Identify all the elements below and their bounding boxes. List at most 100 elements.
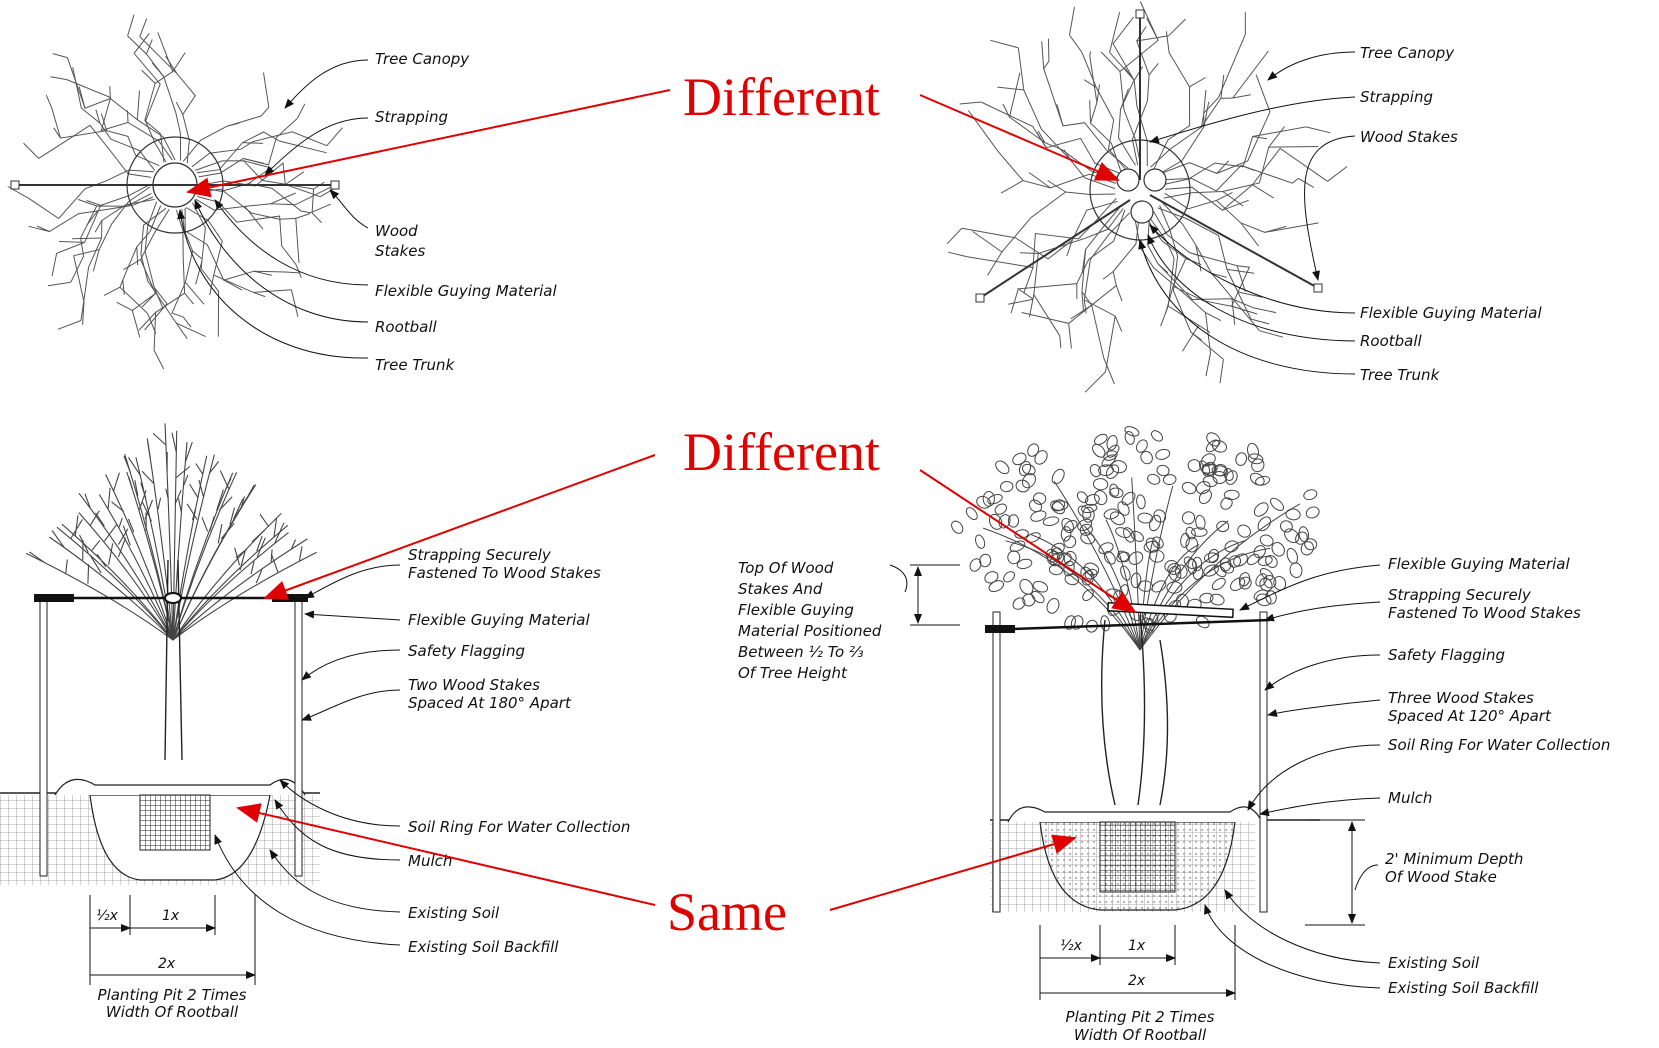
branch-twig (290, 539, 297, 550)
branch-twig (1211, 272, 1227, 278)
branch (61, 523, 174, 641)
branch-twig (52, 53, 68, 59)
leaf (1235, 452, 1248, 466)
branch (1017, 47, 1116, 190)
leaf (1259, 568, 1274, 581)
branch-twig (1059, 335, 1062, 348)
branch (36, 196, 154, 233)
branch-twig (253, 291, 266, 298)
note-line-6: Of Tree Height (738, 664, 848, 682)
leaf (1223, 468, 1234, 481)
leaf (1085, 619, 1098, 633)
branch-twig (1008, 298, 1034, 305)
leaf (1064, 520, 1078, 531)
leaf (1042, 516, 1060, 527)
wood-stake-left (10, 180, 20, 190)
soil-ring-left (54, 778, 306, 796)
branch-twig (217, 523, 223, 544)
arrow-same-left (236, 803, 656, 906)
branch-twig (157, 497, 162, 510)
leaf (1196, 615, 1210, 629)
leaf (1032, 580, 1049, 593)
leaf (1255, 475, 1271, 486)
leaf (1181, 481, 1197, 495)
branch-twig (241, 496, 246, 507)
leaf (1076, 491, 1089, 504)
branch-twig (274, 522, 285, 544)
wood-stake-left (39, 595, 48, 877)
leaf (1286, 547, 1299, 564)
branch-twig (1222, 199, 1249, 211)
tree-crown-leaves (951, 426, 1320, 651)
leaf (1007, 550, 1021, 565)
branch-twig (239, 550, 246, 571)
leaf (1151, 580, 1167, 593)
branch-twig (103, 286, 121, 296)
leaf (1303, 489, 1318, 501)
leaf (969, 558, 982, 572)
label-safety-flagging: Safety Flagging (1388, 646, 1505, 664)
branch-twig (174, 489, 182, 505)
branch-twig (242, 142, 264, 144)
label-existing-soil: Existing Soil (1388, 954, 1480, 972)
branch (124, 454, 174, 641)
leaf (1237, 524, 1251, 538)
leaf (1191, 527, 1208, 537)
leaf (1063, 535, 1077, 549)
leaf (984, 571, 999, 584)
branch-twig (113, 472, 120, 492)
branch-twig (1114, 315, 1123, 332)
leaf (975, 534, 986, 549)
annotation-different-middle: Different (683, 422, 880, 482)
label-flexible-guying: Flexible Guying Material (408, 611, 590, 629)
branch-twig (147, 441, 151, 459)
dim-half-x: ½x (96, 908, 119, 924)
branch-twig (250, 561, 255, 575)
branch (144, 32, 174, 163)
wood-stake-right (294, 595, 303, 877)
branch-twig (256, 536, 263, 552)
leaf (1238, 572, 1251, 587)
branch (164, 423, 174, 641)
branch (1152, 210, 1251, 307)
label-two-stakes-1: Two Wood Stakes (408, 676, 540, 694)
leaf (1111, 460, 1127, 474)
dim-two-x: 2x (158, 956, 176, 972)
branch-twig (946, 227, 963, 245)
branch-twig (82, 301, 85, 325)
leaf (1098, 464, 1114, 477)
leaf (1187, 459, 1202, 473)
leaf (1116, 551, 1130, 563)
leaf (1064, 573, 1080, 586)
branch-twig (144, 499, 154, 520)
branch-twig (229, 507, 236, 525)
leaf (1052, 500, 1069, 511)
branch-twig (225, 478, 232, 490)
arrow-different-mid-left (263, 454, 656, 600)
label-flexible-guying: Flexible Guying Material (1388, 555, 1570, 573)
branch-twig (1189, 77, 1206, 88)
branch-twig (1028, 294, 1035, 318)
guying-line-southwest (979, 199, 1131, 299)
tree-trunks (1100, 614, 1169, 806)
leaf (1225, 470, 1238, 485)
branch-twig (311, 212, 323, 224)
branch-twig (298, 546, 303, 562)
branch-twig (1327, 166, 1348, 182)
branch (172, 491, 252, 641)
leaf (1198, 489, 1212, 505)
leaf (1149, 514, 1162, 532)
branch-twig (273, 517, 278, 537)
branch-twig (140, 482, 147, 499)
branch-twig (1133, 66, 1144, 81)
branch-twig (209, 275, 215, 296)
leaf (1082, 506, 1095, 523)
leaf (1003, 571, 1015, 583)
branch-twig (175, 466, 191, 479)
leaf (1156, 464, 1170, 477)
branch-twig (175, 101, 184, 115)
leaf (1216, 520, 1230, 533)
leaf (1016, 558, 1033, 570)
caption-line-1: Planting Pit 2 Times (98, 986, 247, 1004)
